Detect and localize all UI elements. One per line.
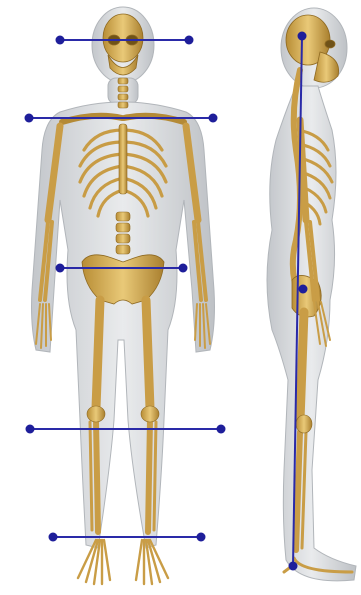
front-sternum — [119, 124, 127, 194]
front-knee-caps — [87, 406, 159, 422]
side-view-figure — [267, 8, 356, 581]
ankle-level-line — [49, 533, 206, 542]
plumb-line-top-point — [298, 32, 307, 41]
plumb-line-hip-point — [299, 285, 308, 294]
plumb-line-ankle-point — [289, 562, 298, 571]
side-knee-cap — [296, 415, 312, 433]
front-view-figure — [32, 7, 215, 584]
knee-level-line — [26, 425, 226, 434]
